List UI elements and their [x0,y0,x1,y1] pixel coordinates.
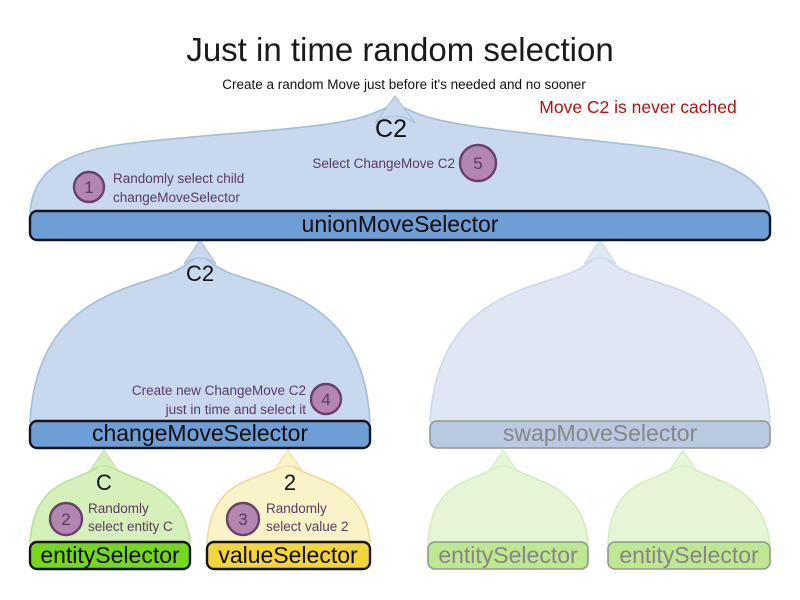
step-1-text-line2: changeMoveSelector [113,190,240,205]
step-2-number: 2 [61,510,70,529]
change-funnel-arrow-icon [183,239,217,265]
union-selector-bar [28,209,772,242]
note-never-cached: Move C2 is never cached [539,97,736,117]
value-selector-label: valueSelector [218,542,358,568]
swap-funnel-arrow-icon [583,239,617,265]
step-3-number: 3 [238,510,247,529]
page-subtitle: Create a random Move just before it's ne… [222,77,586,92]
faded-entity-selector-bar-1 [427,541,589,570]
change-selector-label: changeMoveSelector [92,420,308,446]
step-1-number: 1 [84,178,93,197]
page-title: Just in time random selection [186,31,613,68]
step-5-badge [458,143,498,183]
entity-selector-label: entitySelector [40,542,180,568]
step-5-text-line1: Select ChangeMove C2 [312,156,455,171]
swap-funnel-shape [429,250,771,423]
swap-selector-bar [429,420,771,449]
value-funnel-arrow-icon [273,449,303,472]
step-3-text-line1: Randomly [266,501,327,516]
step-3-badge [225,501,261,537]
step-2-text-line2: select entity C [88,519,173,534]
union-funnel-arrow-icon [374,95,416,124]
value-output-label: 2 [284,470,296,495]
step-4-text-line1: Create new ChangeMove C2 [132,383,306,398]
faded-entity-selector-label-1: entitySelector [438,542,578,568]
step-1-text-line1: Randomly select child [113,171,244,186]
entity-funnel-arrow-icon [89,449,119,472]
faded-entity-funnel-2 [607,456,771,545]
entity-output-label: C [96,470,112,495]
change-selector-bar [28,419,372,450]
union-funnel-shape [29,103,771,213]
step-5-number: 5 [473,154,482,173]
step-2-badge [48,501,84,537]
step-3-text-line2: select value 2 [266,519,349,534]
union-selector-label: unionMoveSelector [302,211,499,237]
step-4-number: 4 [321,390,330,409]
entity-selector-bar [28,540,192,571]
faded-entity-funnel-1 [427,456,589,545]
faded-entity-selector-label-2: entitySelector [619,542,759,568]
union-output-label: C2 [375,115,407,143]
value-selector-bar [205,540,372,571]
step-1-badge [72,170,106,204]
faded-entity-selector-bar-2 [607,541,771,570]
step-2-text-line1: Randomly [88,501,149,516]
step-4-badge [309,382,343,416]
faded-entity-funnel-2-arrow-icon [668,449,698,472]
change-output-label: C2 [186,261,214,286]
step-4-text-line2: just in time and select it [165,402,307,417]
swap-selector-label: swapMoveSelector [503,420,698,446]
faded-entity-funnel-1-arrow-icon [488,449,518,472]
